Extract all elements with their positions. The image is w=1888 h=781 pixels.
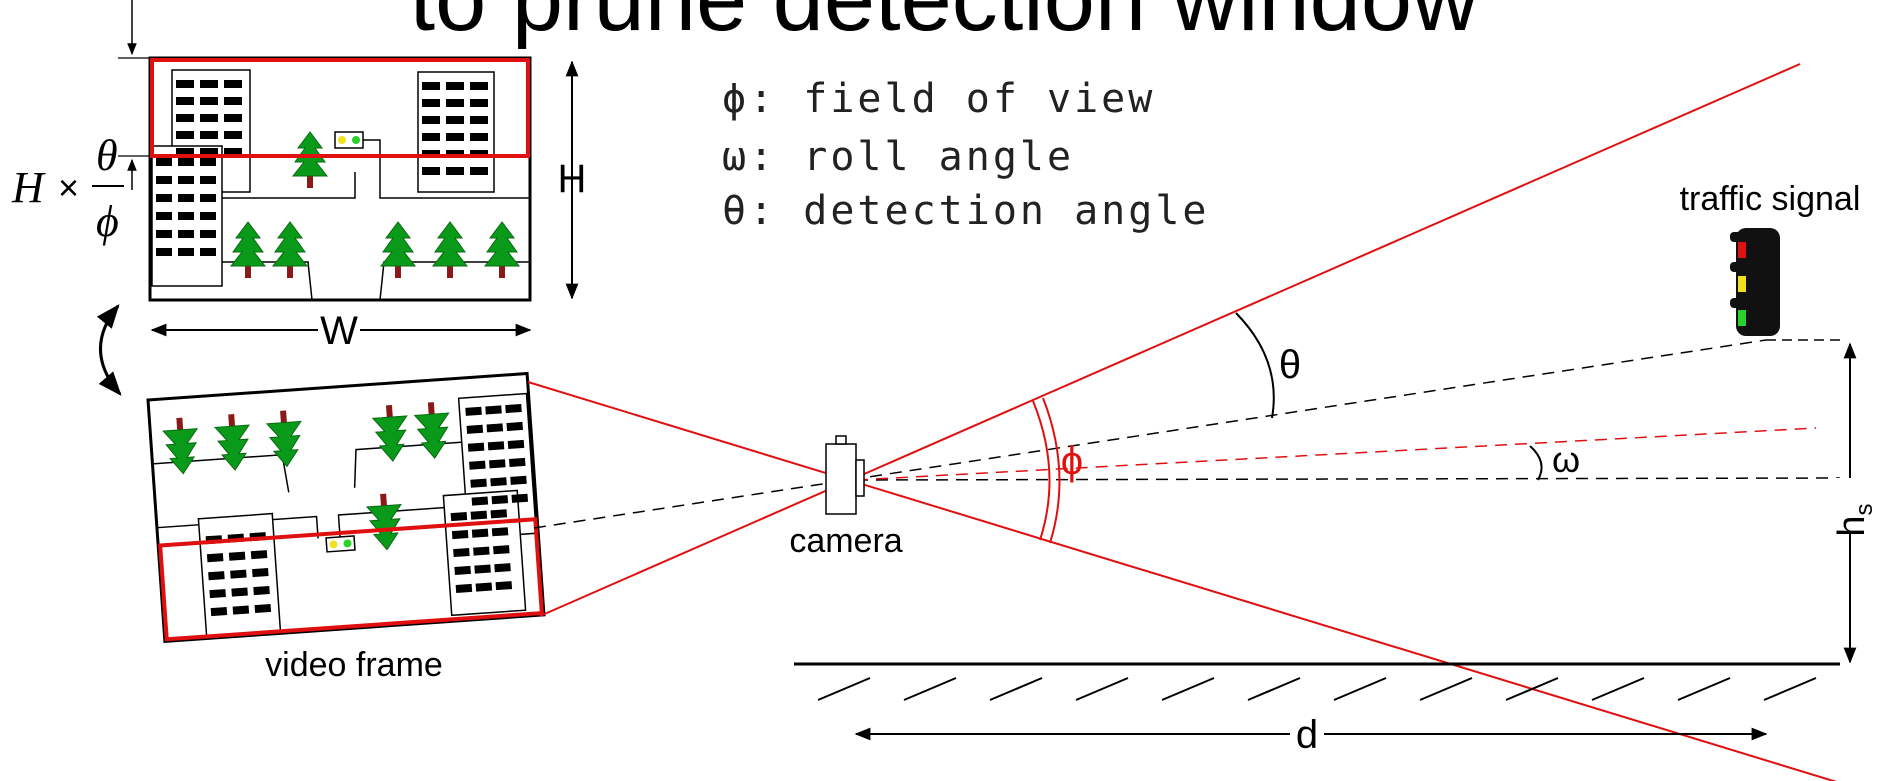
video-frame-label: video frame [265,646,443,684]
video-frame [146,371,546,644]
camera-icon [825,435,865,515]
label-W: W [320,309,358,353]
top-frame [148,56,532,302]
label-theta: θ [1279,343,1301,387]
label-omega: ω [1552,439,1580,480]
building-windows [156,80,488,256]
legend-fov: ϕ: field of view [722,76,1155,122]
formula-H: H [11,163,46,212]
legend-roll: ω: roll angle [722,134,1074,180]
legend-detect: θ: detection angle [722,188,1209,234]
label-phi: ϕ [1061,439,1083,483]
camera-label: camera [789,522,902,560]
ground-hatching [817,677,1817,701]
label-H: H [558,157,587,201]
label-hs: hs [1831,503,1878,536]
traffic-signal-label: traffic signal [1680,180,1861,218]
small-traffic-signal [334,131,381,172]
rotation-arrow [96,304,122,396]
page-title: to prune detection window [410,0,1479,50]
formula-numerator: θ [96,131,118,180]
formula-times: × [58,167,79,208]
label-d: d [1296,713,1318,757]
formula: H × θ ϕ [11,131,124,246]
detection-window-bottom [158,517,544,642]
formula-denominator: ϕ [96,197,119,246]
detection-window-top [150,58,530,158]
traffic-signal-icon [1730,228,1780,336]
